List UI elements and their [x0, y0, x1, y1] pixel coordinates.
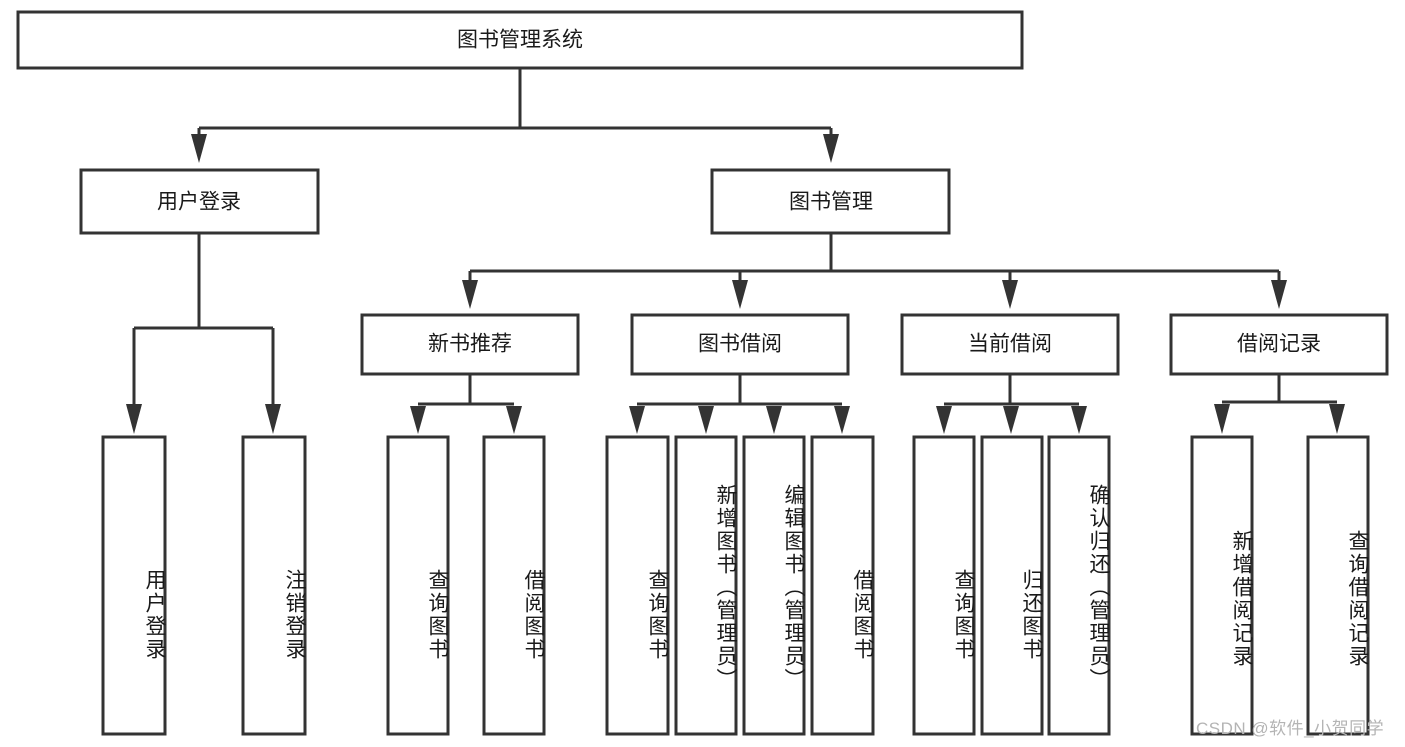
leaf-box-user-login-1[interactable] — [101, 435, 167, 736]
arrow-head-leaf-book-borrow-1 — [629, 406, 645, 434]
node-label-borrow-record: 借阅记录 — [1237, 333, 1321, 356]
node-box-borrow-record[interactable] — [1169, 313, 1389, 376]
leaf-box-book-borrow-4[interactable] — [810, 435, 875, 736]
arrow-head-leaf-book-borrow-4 — [834, 406, 850, 434]
arrow-head-leaf-borrow-record-1 — [1214, 404, 1230, 434]
leaf-box-new-book-2[interactable] — [482, 435, 546, 736]
node-label-user-login: 用户登录 — [157, 191, 241, 214]
arrow-head-leaf-book-borrow-2 — [698, 406, 714, 434]
node-box-current-borrow[interactable] — [900, 313, 1120, 376]
leaf-box-current-borrow-2[interactable] — [980, 435, 1044, 736]
arrow-head-leaf-user-login-2 — [265, 404, 281, 434]
leaf-box-book-borrow-3[interactable] — [742, 435, 806, 736]
connector-group-new-book — [410, 374, 522, 434]
node-box-root[interactable] — [16, 10, 1024, 70]
leaf-box-book-borrow-2[interactable] — [674, 435, 738, 736]
connector-group-book-borrow — [629, 374, 850, 434]
connector-group-root — [191, 68, 839, 163]
arrow-head-leaf-borrow-record-2 — [1329, 404, 1345, 434]
leaf-box-current-borrow-1[interactable] — [912, 435, 976, 736]
connector-group-borrow-record — [1214, 374, 1345, 434]
leaf-box-borrow-record-1[interactable] — [1190, 435, 1254, 736]
arrow-head-to-new-book — [462, 280, 478, 309]
arrow-head-to-user-login — [191, 134, 207, 163]
node-box-book-manage[interactable] — [710, 168, 951, 235]
node-label-current-borrow: 当前借阅 — [968, 333, 1052, 356]
arrow-head-leaf-current-borrow-1 — [936, 406, 952, 434]
node-label-book-manage: 图书管理 — [789, 191, 873, 214]
arrow-head-leaf-current-borrow-3 — [1071, 406, 1087, 434]
node-box-book-borrow[interactable] — [630, 313, 850, 376]
node-label-new-book-recommend: 新书推荐 — [428, 333, 512, 356]
arrow-head-leaf-user-login-1 — [126, 404, 142, 434]
connector-group-current-borrow — [936, 374, 1087, 434]
arrow-head-to-book-borrow — [732, 280, 748, 309]
arrow-head-leaf-current-borrow-2 — [1003, 406, 1019, 434]
node-box-user-login[interactable] — [79, 168, 320, 235]
node-label-book-borrow: 图书借阅 — [698, 333, 782, 356]
node-label-root: 图书管理系统 — [457, 29, 583, 52]
arrow-head-to-current-borrow — [1002, 280, 1018, 309]
arrow-head-leaf-book-borrow-3 — [766, 406, 782, 434]
leaf-box-current-borrow-3[interactable] — [1047, 435, 1111, 736]
connector-group-book-manage — [462, 233, 1287, 309]
connector-group-user-login — [126, 233, 281, 434]
leaf-box-borrow-record-2[interactable] — [1306, 435, 1370, 736]
leaf-box-user-login-2[interactable] — [241, 435, 307, 736]
leaf-box-book-borrow-1[interactable] — [605, 435, 670, 736]
arrow-head-to-borrow-record — [1271, 280, 1287, 309]
arrow-head-to-book-manage — [823, 134, 839, 163]
node-box-new-book-recommend[interactable] — [360, 313, 580, 376]
leaf-box-new-book-1[interactable] — [386, 435, 450, 736]
arrow-head-leaf-new-book-1 — [410, 406, 426, 434]
arrow-head-leaf-new-book-2 — [506, 406, 522, 434]
watermark-text: CSDN @软件_小贺同学 — [1196, 719, 1385, 738]
